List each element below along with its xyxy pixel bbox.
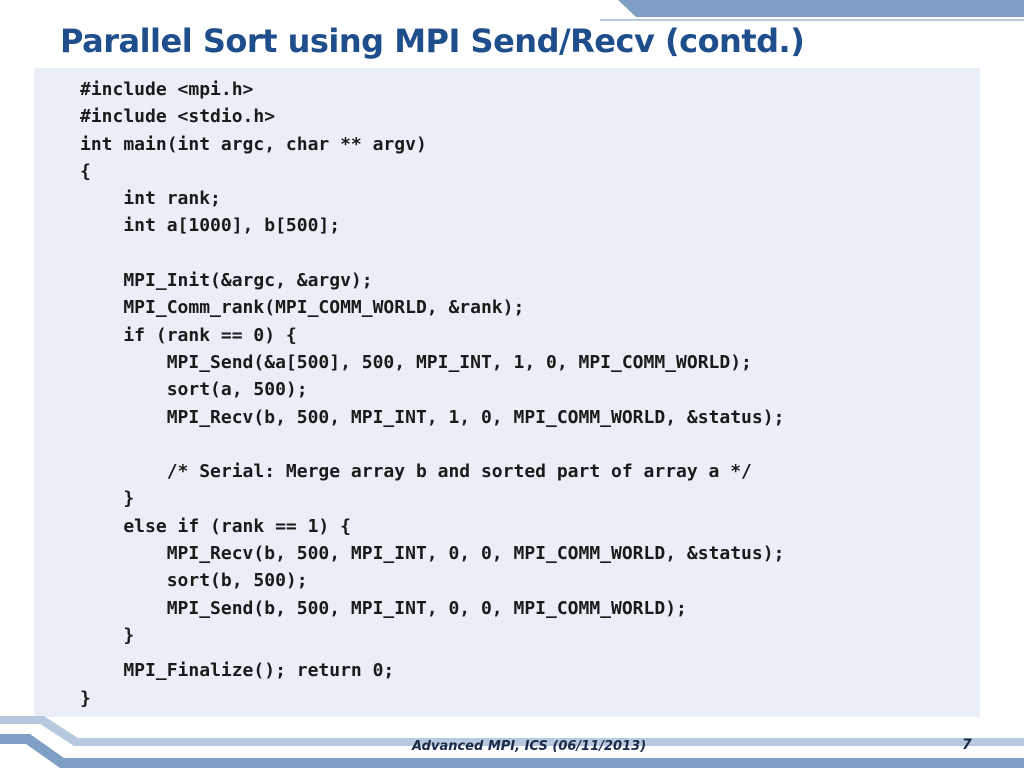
code-line: if (rank == 0) { [80,324,297,346]
code-line [80,240,784,267]
footer-decoration [0,716,1024,768]
slide-title: Parallel Sort using MPI Send/Recv (contd… [60,22,805,60]
code-line: MPI_Send(&a[500], 500, MPI_INT, 1, 0, MP… [80,351,752,373]
code-line: int a[1000], b[500]; [80,215,341,237]
footer-text: Advanced MPI, ICS (06/11/2013) [412,739,647,754]
code-line: { [80,160,91,182]
code-line: MPI_Comm_rank(MPI_COMM_WORLD, &rank); [80,297,525,319]
code-line: sort(a, 500); [80,379,308,401]
code-line: } [80,488,135,510]
code-line: } [80,624,135,646]
code-block: #include <mpi.h> #include <stdio.h> int ma… [80,76,784,712]
code-line: int rank; [80,188,221,210]
code-line: MPI_Finalize(); return 0; [80,660,395,682]
code-line: #include <mpi.h> [80,79,254,100]
code-line: else if (rank == 1) { [80,515,351,537]
code-line: int main(int argc, char ** argv) [80,133,427,155]
header-decoration [600,0,1024,21]
code-line: MPI_Recv(b, 500, MPI_INT, 1, 0, MPI_COMM… [80,406,785,428]
code-panel [34,68,980,717]
code-line [80,431,784,458]
code-line: MPI_Init(&argc, &argv); [80,270,373,292]
code-line: } [80,687,91,709]
code-line: /* Serial: Merge array b and sorted part… [80,461,752,483]
code-line: sort(b, 500); [80,570,308,592]
page-number: 7 [962,737,972,753]
code-line: MPI_Recv(b, 500, MPI_INT, 0, 0, MPI_COMM… [80,543,785,565]
code-line: MPI_Send(b, 500, MPI_INT, 0, 0, MPI_COMM… [80,597,687,619]
code-line: #include <stdio.h> [80,106,276,128]
